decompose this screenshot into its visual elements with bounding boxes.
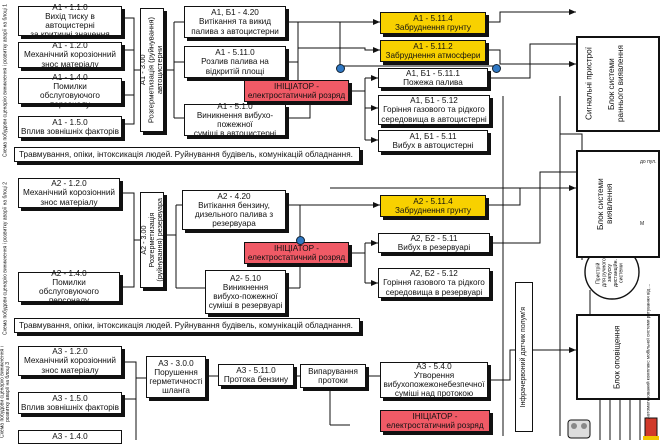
s1-cause-corrosion: А1 - 1.2.0 Механічний корозіонний знос м… xyxy=(18,41,122,69)
s1-junction-dot-2 xyxy=(492,64,501,73)
s2-depressurization-box: А2 - 3.00 Розгерметизація (руйнування) р… xyxy=(138,192,165,288)
ir-sensor-box: Інфрачервоний датчик полум'я xyxy=(515,282,533,432)
system-caption: Автоматизований комплекс мобільної систе… xyxy=(645,283,651,419)
s1-tank-explosion: А1, Б1 - 5.11 Вибух в автоцистерні xyxy=(378,130,488,152)
s1-spill-box: А1 - 5.11.0 Розлив палива на відкритій п… xyxy=(184,46,286,78)
s1-cause-personnel: А1 - 1.4.0 Помилки обслуговуючого персон… xyxy=(18,73,122,109)
s2-tank-explosion: А2, Б2 - 5.11 Вибух в резервуарі xyxy=(378,233,490,253)
detection-note-2: М xyxy=(640,221,645,227)
equipment-icons xyxy=(567,417,659,440)
s2-initiator: ІНІЦІАТОР - електростатичний розряд xyxy=(244,242,349,264)
s3-cause-personnel: А3 - 1.4.0 xyxy=(18,430,122,444)
scenario-3-side-label: Схема побудови сценарію виникнення і роз… xyxy=(0,346,11,438)
s1-tank-burning: А1, Б1 - 5.12 Горіння газового та рідког… xyxy=(378,95,490,125)
scenario-2-side-label: Схема побудови сценарію виникнення і роз… xyxy=(2,181,9,335)
s3-mixture-box: А3 - 5.4.0 Утворення вибухопожежонебезпе… xyxy=(380,362,488,398)
s3-petrol-flow-box: А3 - 5.11.0 Протока бензину xyxy=(218,364,294,386)
s2-tank-burning: А2, Б2 - 5.12 Горіння газового та рідког… xyxy=(378,268,490,298)
s3-cause-external: А3 - 1.5.0 Вплив зовнішніх факторів xyxy=(18,392,122,414)
notification-block: Блок оповіщення xyxy=(612,325,622,389)
s2-junction-dot xyxy=(296,236,305,245)
notification-panel xyxy=(576,314,660,400)
s1-leak-box: А1, Б1 - 4.20 Витікання та викид палива … xyxy=(184,6,286,38)
s1-fuel-fire: А1, Б1 - 5.11.1 Пожежа палива xyxy=(378,68,488,88)
scenario-1-side-label: Схема побудови сценарію виникнення і роз… xyxy=(2,3,9,157)
s1-mixture-box: А1 - 5.1.0 Виникнення вибухо-пожежної су… xyxy=(184,102,286,138)
s2-cause-personnel: А2 - 1.4.0 Помилки обслуговуючого персон… xyxy=(18,269,120,305)
s1-depressurization-label: А1 - 3.00 Розгерметизація (руйнування) а… xyxy=(138,16,165,124)
s2-cause-corrosion: А2 - 1.2.0 Механічний корозіонний знос м… xyxy=(18,178,120,208)
s2-mixture-box: А2- 5.10 Виникнення вибухо-пожежної сумі… xyxy=(205,270,286,314)
detection-block: Блок системи виявлення xyxy=(595,178,614,230)
s1-initiator: ІНІЦІАТОР - електростатичний розряд xyxy=(244,80,349,102)
manual-start-device: Пристрій для ручного запуску дистанційн.… xyxy=(595,258,625,288)
s1-cause-external: А1 - 1.5.0 Вплив зовнішніх факторів xyxy=(18,116,122,138)
s1-soil-pollution: А1 - 5.11.4 Забруднення грунту xyxy=(380,12,486,34)
early-detection-block: Блок системи раннього виявлення xyxy=(606,45,625,123)
s3-initiator: ІНІЦІАТОР - електростатичний розряд xyxy=(380,410,490,432)
detection-note: до пул. xyxy=(640,159,657,165)
s2-depressurization-label: А2 - 3.00 Розгерметизація (руйнування) р… xyxy=(138,198,165,282)
s1-depressurization-box: А1 - 3.00 Розгерметизація (руйнування) а… xyxy=(138,8,165,132)
signal-devices-label: Сигнальні пристрої xyxy=(584,47,594,121)
s2-consequences-band: Травмування, опіки, інтоксикація людей. … xyxy=(14,318,360,333)
s3-hose-leak-box: А3 - 3.0.0 Порушення герметичності шланг… xyxy=(146,356,206,398)
early-detection-panel xyxy=(576,36,660,132)
s1-consequences-band: Травмування, опіки, інтоксикація людей. … xyxy=(14,147,360,162)
s3-evaporation-box: Випарування протоки xyxy=(300,364,366,388)
s3-cause-corrosion: А3 - 1.2.0 Механічний корозіонний знос м… xyxy=(18,346,122,376)
s1-cause-pressure: А1 - 1.1.0 Вихід тиску в автоцистерні за… xyxy=(18,3,122,39)
detection-panel xyxy=(576,150,660,258)
ir-sensor-label: Інфрачервоний датчик полум'я xyxy=(520,306,528,408)
s1-air-pollution: А1 - 5.11.2 Забруднення атмосфери xyxy=(380,40,486,62)
s2-leak-box: А2 - 4.20 Витікання бензину, дизельного … xyxy=(182,190,286,230)
s2-soil-pollution: А2 - 5.11.4 Забруднення грунту xyxy=(380,195,486,217)
s1-junction-dot-1 xyxy=(336,64,345,73)
